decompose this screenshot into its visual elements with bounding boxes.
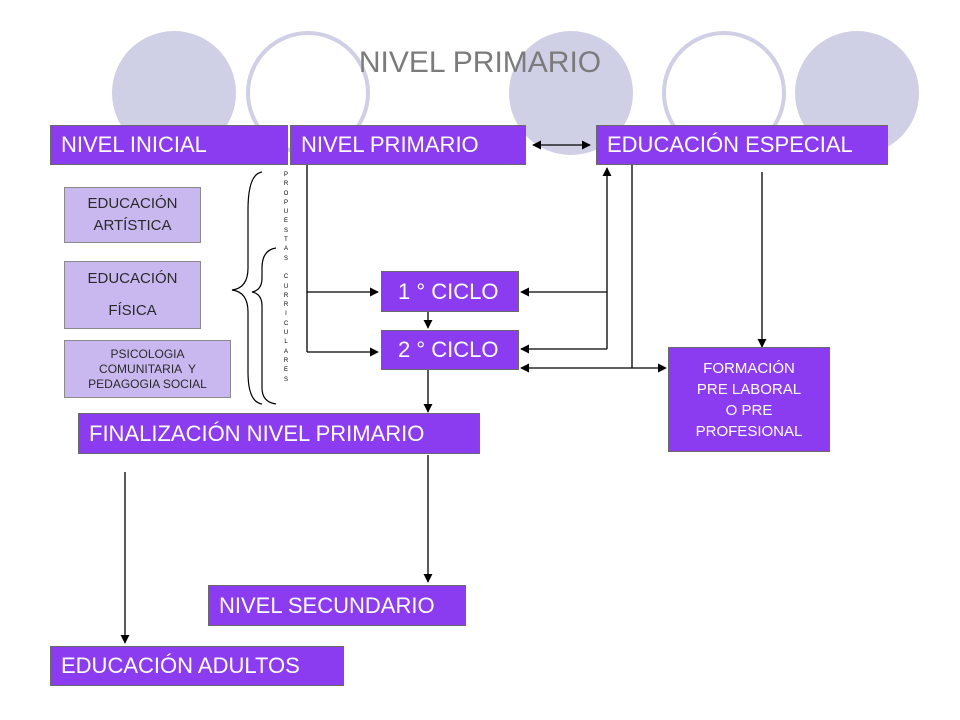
vertical-letter: R: [283, 292, 289, 299]
psicologia-line-3: PEDAGOGIA SOCIAL: [88, 376, 207, 391]
vertical-letter: S: [283, 255, 288, 262]
psicologia-box: PSICOLOGIA COMUNITARIA Y PEDAGOGIA SOCIA…: [64, 340, 231, 398]
vertical-letter: R: [283, 181, 289, 188]
vertical-letter: C: [283, 320, 289, 327]
fisica-line-1: EDUCACIÓN: [87, 270, 178, 287]
educacion-adultos-box: EDUCACIÓN ADULTOS: [50, 646, 344, 686]
vertical-letter: A: [283, 246, 288, 253]
vertical-letter: E: [283, 367, 288, 374]
artistica-line-2: ARTÍSTICA: [93, 217, 172, 234]
vertical-letter: O: [283, 190, 289, 197]
vertical-letter: R: [283, 302, 289, 309]
educacion-fisica-box: EDUCACIÓN FÍSICA: [64, 261, 201, 329]
vertical-letter: T: [284, 237, 288, 244]
ciclo-2-box: 2 ° CICLO: [381, 330, 519, 370]
vertical-letter: S: [283, 227, 288, 234]
nivel-inicial-box: NIVEL INICIAL: [50, 125, 288, 165]
vertical-letter: E: [283, 218, 288, 225]
psicologia-line-1: PSICOLOGIA: [110, 346, 185, 361]
finalizacion-nivel-primario-box: FINALIZACIÓN NIVEL PRIMARIO: [78, 413, 480, 454]
nivel-primario-box: NIVEL PRIMARIO: [290, 125, 526, 165]
formacion-box: FORMACIÓN PRE LABORAL O PRE PROFESIONAL: [668, 347, 830, 452]
vertical-letter: R: [283, 357, 289, 364]
educacion-especial-box: EDUCACIÓN ESPECIAL: [596, 125, 888, 165]
artistica-line-1: EDUCACIÓN: [87, 195, 178, 212]
formacion-line-2: PRE LABORAL: [696, 380, 802, 398]
vertical-letter: U: [283, 330, 289, 337]
educacion-artistica-box: EDUCACIÓN ARTÍSTICA: [64, 187, 201, 243]
vertical-letter: C: [283, 274, 289, 281]
formacion-line-3: O PRE: [725, 401, 773, 419]
fisica-line-2: FÍSICA: [108, 302, 157, 319]
page-title: NIVEL PRIMARIO: [358, 46, 602, 79]
formacion-line-1: FORMACIÓN: [703, 359, 795, 377]
psicologia-line-2: COMUNITARIA Y: [99, 361, 196, 376]
vertical-letter: A: [283, 348, 288, 355]
nivel-secundario-box: NIVEL SECUNDARIO: [208, 585, 466, 626]
vertical-letter: U: [283, 209, 289, 216]
bracket-left: [231, 171, 263, 405]
vertical-letter: L: [284, 339, 288, 346]
formacion-line-4: PROFESIONAL: [695, 422, 803, 440]
vertical-letter: I: [285, 311, 287, 318]
vertical-letter: U: [283, 283, 289, 290]
vertical-letter: P: [283, 199, 288, 206]
vertical-letter: P: [283, 172, 288, 178]
vertical-letter: [281, 264, 291, 273]
bracket-right: [251, 247, 277, 405]
vertical-letter: S: [283, 376, 288, 383]
ciclo-1-box: 1 ° CICLO: [381, 271, 519, 312]
